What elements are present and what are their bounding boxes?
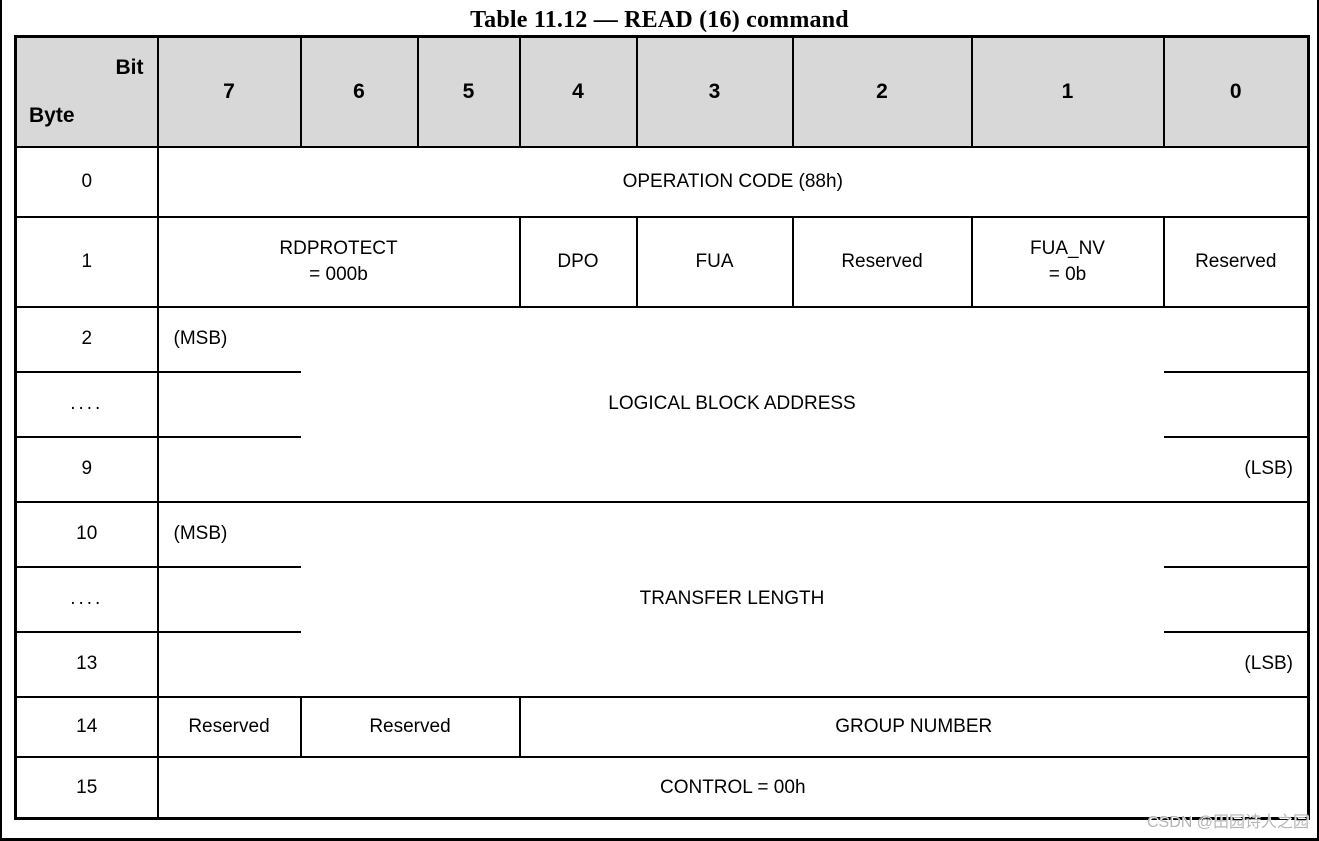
transfer-blank-mid-left	[156, 565, 301, 633]
row-byte-14: 14 Reserved Reserved GROUP NUMBER	[14, 695, 1310, 758]
fua-nv-line1: FUA_NV	[1030, 238, 1105, 260]
lba-lsb-cell: (LSB)	[1163, 435, 1310, 503]
fua-nv-line2: = 0b	[1048, 263, 1087, 285]
table-title: Table 11.12 — READ (16) command	[470, 7, 849, 33]
reserved-bit7-cell: Reserved	[156, 695, 302, 758]
row-byte-9: 9 (LSB)	[14, 435, 1310, 503]
bit-header-4: 4	[518, 35, 638, 148]
row-byte-13: 13 (LSB)	[14, 630, 1310, 698]
row-byte-15: 15 CONTROL = 00h	[14, 755, 1310, 820]
row-byte-10-13-dots: ....	[14, 565, 1310, 633]
transfer-blank-mid-right	[1163, 565, 1310, 633]
transfer-msb-cell: (MSB)	[156, 500, 301, 568]
bit-header-2: 2	[791, 35, 973, 148]
control-cell: CONTROL = 00h	[156, 755, 1310, 820]
byte-number-transfer-dots: ....	[14, 565, 159, 633]
lba-blank-mid-left	[156, 370, 301, 438]
byte-header-label: Byte	[29, 103, 75, 127]
csdn-watermark: CSDN @田园诗人之园	[1146, 814, 1309, 831]
lba-blank-top-right	[1163, 305, 1310, 373]
row-byte-10: 10 (MSB) TRANSFER LENGTH	[14, 500, 1310, 698]
bit-header-3: 3	[635, 35, 794, 148]
lba-label-cell: LOGICAL BLOCK ADDRESS	[300, 305, 1164, 503]
transfer-label-cell: TRANSFER LENGTH	[300, 500, 1164, 698]
lba-blank-bottom-left	[156, 435, 301, 503]
dpo-cell: DPO	[518, 215, 638, 308]
bit-header-6: 6	[299, 35, 419, 148]
row-byte-2: 2 (MSB) LOGICAL BLOCK ADDRESS	[14, 305, 1310, 503]
byte-number-15: 15	[14, 755, 159, 820]
rdprotect-cell: RDPROTECT = 000b	[156, 215, 521, 308]
header-row: Bit Byte 7 6 5 4 3 2 1 0	[14, 35, 1310, 148]
byte-number-13: 13	[14, 630, 159, 698]
fua-cell: FUA	[635, 215, 794, 308]
transfer-blank-bottom-left	[156, 630, 301, 698]
transfer-blank-top-right	[1163, 500, 1310, 568]
byte-number-lba-dots: ....	[14, 370, 159, 438]
transfer-lsb-cell: (LSB)	[1163, 630, 1310, 698]
row-byte-1: 1 RDPROTECT = 000b DPO FUA Reserved FUA_…	[14, 215, 1310, 308]
bit-byte-corner-cell: Bit Byte	[14, 35, 159, 148]
rdprotect-line1: RDPROTECT	[279, 238, 398, 260]
read16-command-table: Bit Byte 7 6 5 4 3 2 1 0 0 OPERATION COD…	[14, 35, 1310, 820]
byte-number-14: 14	[14, 695, 159, 758]
reserved-bit0-cell: Reserved	[1162, 215, 1310, 308]
operation-code-cell: OPERATION CODE (88h)	[156, 145, 1310, 218]
bit-header-5: 5	[416, 35, 521, 148]
row-byte-0: 0 OPERATION CODE (88h)	[14, 145, 1310, 218]
row-byte-2-9-dots: ....	[14, 370, 1310, 438]
reserved-bits65-cell: Reserved	[299, 695, 521, 758]
byte-number-9: 9	[14, 435, 159, 503]
bit-header-7: 7	[156, 35, 302, 148]
reserved-bit2-cell: Reserved	[791, 215, 973, 308]
group-number-cell: GROUP NUMBER	[518, 695, 1310, 758]
lba-blank-mid-right	[1163, 370, 1310, 438]
lba-msb-cell: (MSB)	[156, 305, 301, 373]
bit-header-1: 1	[970, 35, 1165, 148]
fua-nv-cell: FUA_NV = 0b	[970, 215, 1165, 308]
rdprotect-line2: = 000b	[309, 263, 368, 285]
byte-number-0: 0	[14, 145, 159, 218]
byte-number-10: 10	[14, 500, 159, 568]
byte-number-1: 1	[14, 215, 159, 308]
byte-number-2: 2	[14, 305, 159, 373]
bit-header-0: 0	[1162, 35, 1310, 148]
bit-header-label: Bit	[115, 56, 144, 79]
